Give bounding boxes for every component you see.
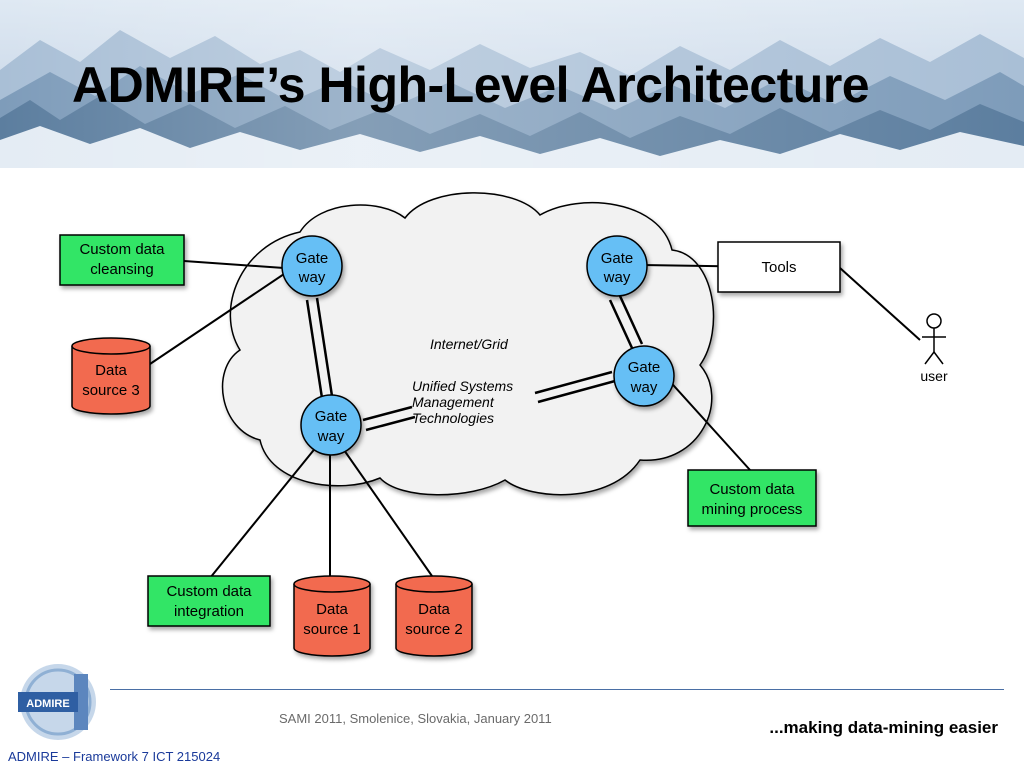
user-label: user (920, 368, 948, 384)
cloud-subtitle-line-3: Technologies (412, 410, 494, 426)
gateway-label-line-2: way (630, 379, 658, 396)
slide-title: ADMIRE’s High-Level Architecture (72, 57, 870, 113)
box-label-line-1: Custom data (79, 241, 165, 258)
cloud-subtitle-line-2: Management (412, 394, 495, 410)
box-label-line-2: integration (174, 603, 244, 620)
gateway-label-line-1: Gate (601, 250, 634, 267)
custom-data-cleansing-box: Custom data cleansing (59, 234, 185, 286)
gateway-label-line-2: way (603, 269, 631, 286)
gateway-left-top: Gate way (281, 235, 343, 297)
cloud-title: Internet/Grid (430, 336, 509, 352)
box-label-line-1: Custom data (709, 481, 795, 498)
data-source-3-label-line-2: source 3 (82, 382, 140, 399)
tools-box: Tools (717, 241, 841, 293)
data-source-1 (293, 575, 371, 657)
footer-project-text: ADMIRE – Framework 7 ICT 215024 (8, 749, 221, 764)
gateway-label-line-1: Gate (628, 359, 661, 376)
cloud-subtitle-line-1: Unified Systems (412, 378, 513, 394)
mountain-backdrop (0, 0, 1024, 168)
gateway-label-line-1: Gate (315, 408, 348, 425)
gateway-right-top: Gate way (586, 235, 648, 297)
gateway-right-bottom: Gate way (613, 345, 675, 407)
footer-tagline: ...making data-mining easier (769, 718, 998, 737)
box-label-line-2: mining process (702, 501, 803, 518)
custom-data-mining-process-box: Custom data mining process (687, 469, 817, 527)
gateway-label-line-2: way (317, 428, 345, 445)
data-source-2 (395, 575, 473, 657)
gateway-left-bottom: Gate way (300, 394, 362, 456)
tools-label: Tools (761, 259, 796, 276)
footer-divider (110, 689, 1004, 690)
data-source-1-label-line-1: Data (316, 601, 348, 618)
footer-event-text: SAMI 2011, Smolenice, Slovakia, January … (279, 711, 552, 726)
gateway-label-line-2: way (298, 269, 326, 286)
gateway-label-line-1: Gate (296, 250, 329, 267)
double-links (305, 295, 644, 432)
data-source-3-label-line-1: Data (95, 362, 127, 379)
header-banner: ADMIRE’s High-Level Architecture (0, 0, 1024, 168)
data-source-3 (71, 337, 151, 415)
admire-logo: ADMIRE (18, 664, 96, 740)
data-source-1-label-line-2: source 1 (303, 621, 361, 638)
data-source-2-label-line-1: Data (418, 601, 450, 618)
logo-text: ADMIRE (26, 698, 69, 710)
box-label-line-2: cleansing (90, 261, 153, 278)
user-stick-figure-icon (922, 313, 946, 365)
data-source-2-label-line-2: source 2 (405, 621, 463, 638)
custom-data-integration-box: Custom data integration (147, 575, 271, 627)
box-label-line-1: Custom data (166, 583, 252, 600)
architecture-diagram: Internet/Grid Unified Systems Management… (59, 192, 948, 657)
